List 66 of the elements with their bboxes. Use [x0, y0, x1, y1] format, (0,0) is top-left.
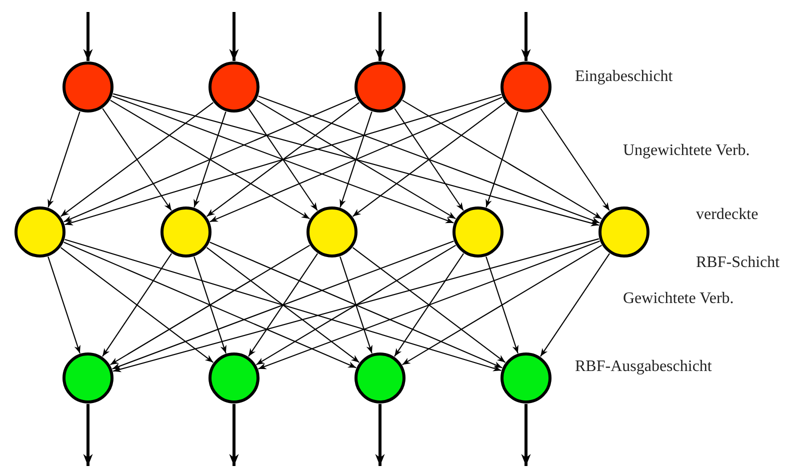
arrow	[402, 100, 602, 220]
arrow	[256, 100, 456, 220]
input-neuron	[62, 61, 114, 113]
arrow	[256, 244, 456, 366]
arrow	[110, 244, 310, 366]
arrow	[112, 240, 454, 370]
arrow	[375, 12, 385, 61]
arrow	[60, 247, 214, 363]
arrow	[258, 96, 600, 224]
arrow	[112, 93, 600, 226]
input-neuron	[208, 61, 260, 113]
arrow	[112, 96, 454, 224]
arrow	[48, 112, 80, 208]
output-neuron	[208, 352, 260, 404]
arrow	[210, 96, 502, 222]
hidden-neuron	[14, 206, 66, 258]
arrow	[48, 256, 80, 354]
arrow	[64, 96, 356, 222]
arrow	[60, 102, 214, 217]
connection-label: Gewichtete Verb.	[623, 290, 734, 308]
arrow	[229, 404, 239, 466]
arrow	[486, 112, 518, 208]
arrow	[352, 102, 506, 217]
arrow	[521, 404, 531, 466]
arrow	[83, 12, 93, 61]
layer-label: RBF-Ausgabeschicht	[575, 358, 712, 376]
arrow	[102, 108, 172, 211]
arrow	[206, 247, 360, 363]
connection-label: Ungewichtete Verb.	[623, 142, 750, 160]
arrow	[112, 238, 600, 372]
arrow	[64, 238, 502, 372]
arrow	[340, 112, 372, 208]
arrow	[194, 256, 226, 354]
arrow	[394, 108, 464, 211]
hidden-neuron	[306, 206, 358, 258]
arrow	[83, 404, 93, 466]
input-neuron	[354, 61, 406, 113]
output-neuron	[62, 352, 114, 404]
arrow	[402, 244, 602, 366]
layer-label: Eingabeschicht	[575, 68, 673, 86]
arrow	[229, 12, 239, 61]
arrow	[394, 253, 464, 357]
output-neuron	[500, 352, 552, 404]
arrow	[64, 94, 502, 226]
arrow	[210, 242, 502, 368]
arrow	[102, 253, 172, 357]
hidden-neuron	[598, 206, 650, 258]
arrow	[248, 108, 318, 211]
hidden-neuron	[160, 206, 212, 258]
arrow	[64, 242, 356, 368]
hidden-neuron	[452, 206, 504, 258]
arrow	[340, 256, 372, 354]
arrow	[248, 253, 318, 357]
arrow	[540, 253, 610, 357]
layer-label: verdeckte RBF-Schicht	[696, 205, 781, 273]
arrow	[110, 100, 310, 220]
arrow	[206, 102, 360, 217]
arrow	[375, 404, 385, 466]
input-neuron	[500, 61, 552, 113]
arrow	[352, 247, 506, 363]
arrow	[486, 256, 518, 354]
arrow	[258, 240, 600, 370]
arrow	[521, 12, 531, 61]
output-neuron	[354, 352, 406, 404]
arrow	[540, 108, 610, 211]
arrow	[194, 112, 226, 208]
